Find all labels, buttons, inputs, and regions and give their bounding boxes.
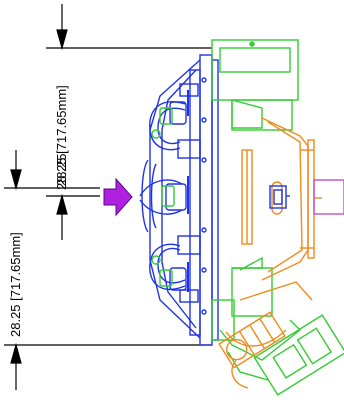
outlet-pipe: [313, 179, 344, 215]
center-sensor: [269, 185, 290, 209]
dimension-lines: [4, 4, 212, 390]
dimension-label-lower: 28.25 [717.65mm]: [8, 232, 23, 337]
arrowhead-bottom: [10, 342, 22, 364]
arrowhead-mid-upper: [10, 169, 22, 191]
dimension-label-middle: 28.25: [54, 153, 69, 186]
green-housing: [211, 39, 344, 396]
arrow-right-icon: [103, 177, 133, 217]
nozzle-fittings: [151, 107, 175, 287]
arrowhead-mid-lower: [56, 193, 68, 215]
blue-frame: [139, 54, 219, 346]
dimension-label-upper: 28.25 [717.65mm]: [54, 85, 69, 190]
arrowhead-top: [56, 29, 68, 51]
